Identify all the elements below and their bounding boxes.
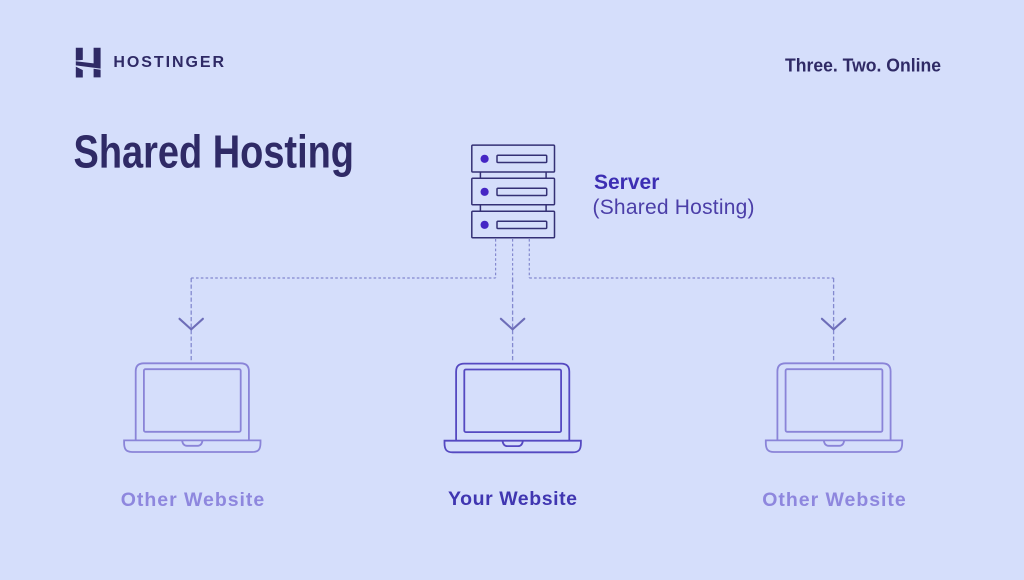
svg-text:Three. Two. Online: Three. Two. Online	[785, 55, 941, 76]
svg-text:Server: Server	[594, 171, 659, 194]
svg-text:HOSTINGER: HOSTINGER	[113, 54, 224, 71]
svg-text:Your Website: Your Website	[448, 488, 577, 510]
svg-text:Other Website: Other Website	[121, 489, 265, 511]
svg-text:Shared Hosting: Shared Hosting	[74, 126, 355, 178]
svg-text:Other Website: Other Website	[762, 489, 906, 511]
svg-text:(Shared Hosting): (Shared Hosting)	[593, 196, 755, 219]
